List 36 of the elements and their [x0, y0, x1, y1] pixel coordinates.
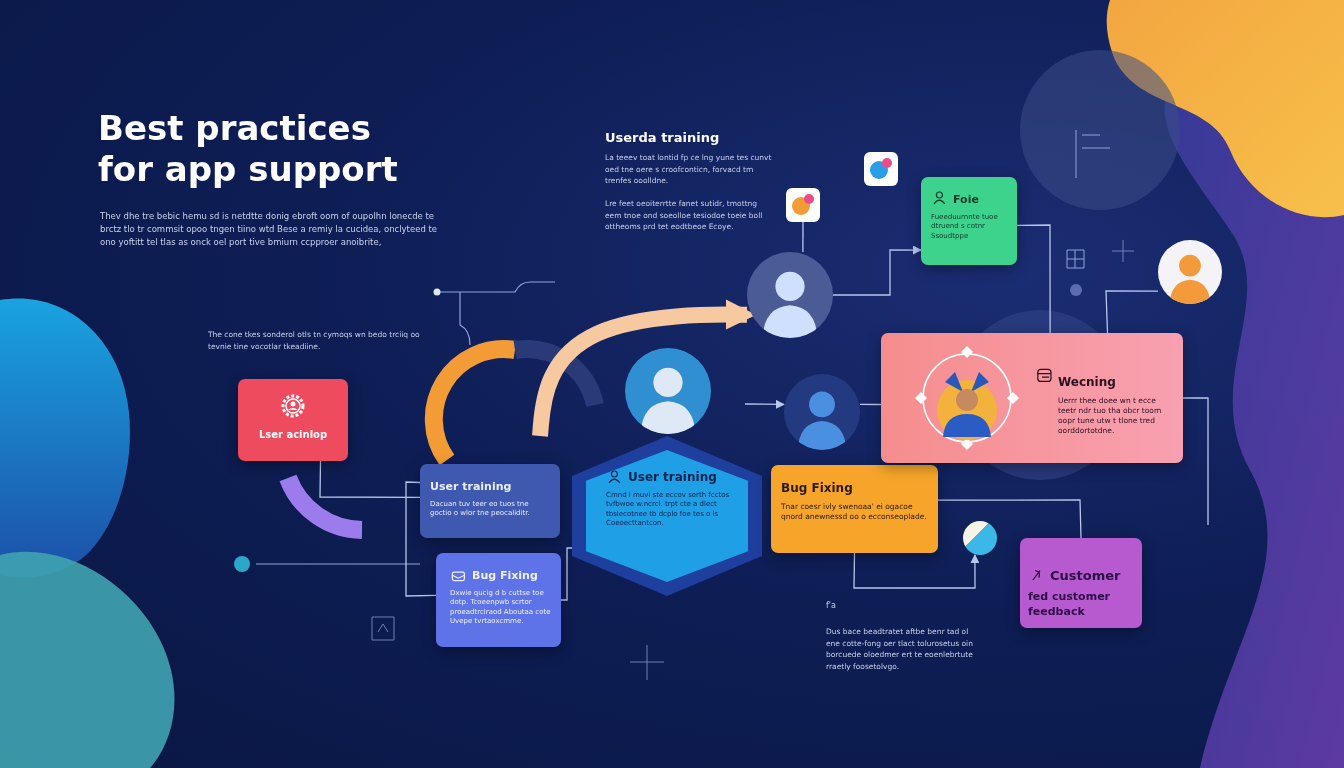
- process-box: [921, 177, 1017, 265]
- arrow: [744, 399, 785, 409]
- node-heading: User training: [628, 470, 718, 484]
- node-heading: Customer: [1050, 568, 1122, 583]
- connector-line: [1105, 290, 1159, 334]
- title: Best practices for app support: [98, 108, 399, 190]
- connector-line: [560, 547, 573, 601]
- node-text: fed customer feedback: [1028, 590, 1111, 620]
- connector-line: [937, 499, 1082, 539]
- node-heading: Lser acinlop: [257, 429, 329, 440]
- app-tile-icon: [864, 152, 898, 186]
- process-box: [420, 464, 560, 538]
- process-box: [771, 465, 938, 553]
- node-heading: User training: [430, 480, 513, 493]
- note-text: Thev dhe tre bebic hemu sd is netdtte donig ebroft oom of oupolhn lonecde te brctz tlo tr commsit opoo tngen tiino wtd Bese a remiy la cucidea, onclyteed te ono yoftitt tel tlas as onck oel port tive bmiurn ccpproer anoibrite,: [100, 210, 439, 250]
- process-box: [1020, 538, 1142, 628]
- process-box: [238, 379, 348, 461]
- connector-line: [405, 481, 437, 597]
- globe-icon: [963, 521, 997, 555]
- section-heading: Userda training: [605, 129, 721, 147]
- node-heading: Bug Fixing: [781, 481, 854, 495]
- process-box: [436, 553, 561, 647]
- node-heading: Foie: [953, 193, 980, 206]
- process-box: [881, 333, 1183, 463]
- connector-line: [1016, 224, 1051, 334]
- app-tile-icon: [786, 188, 820, 222]
- arrow: [853, 552, 980, 589]
- connector-line: [859, 403, 882, 406]
- hexagon-shape: [572, 436, 762, 596]
- arrow: [832, 245, 922, 296]
- node-heading: Bug Fixing: [472, 569, 539, 582]
- connector-line: [1182, 397, 1209, 526]
- node-heading: Wecning: [1058, 375, 1117, 389]
- note-text: f'a: [826, 600, 837, 612]
- connector-line: [319, 460, 421, 498]
- connector-line: [802, 221, 804, 253]
